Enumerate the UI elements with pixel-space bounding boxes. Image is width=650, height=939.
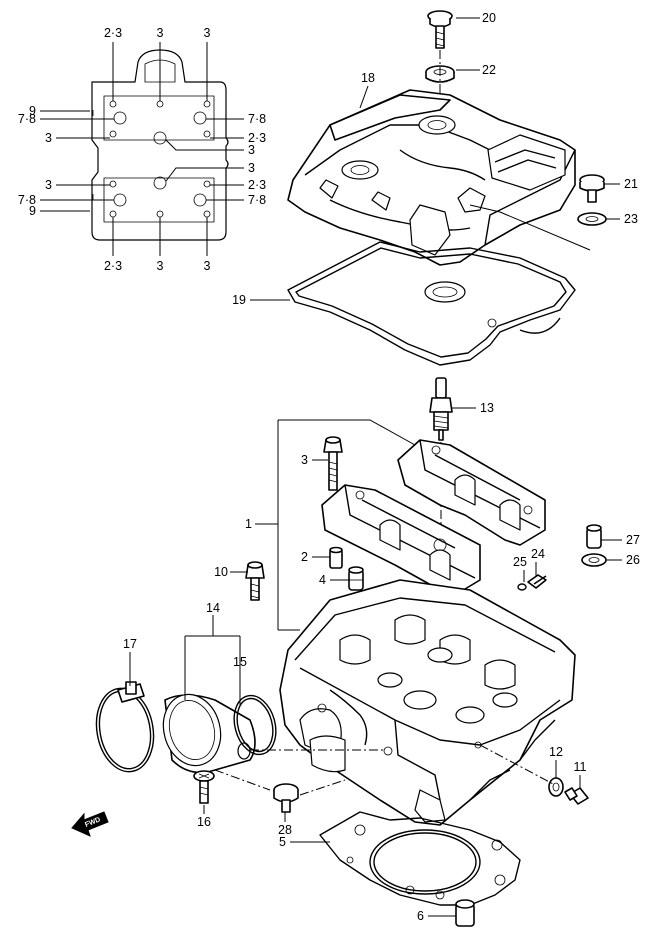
callout-12: 12 [549,745,563,759]
callout-4: 4 [319,573,326,587]
map-left-label-4: 3 [45,178,52,192]
cylinder-head-1 [279,579,576,826]
cover-gasket-19 [287,241,576,366]
spark-plug-13 [429,377,453,441]
callout-25: 25 [513,555,527,569]
o-ring-25 [517,583,527,591]
cylinder-head-cover-18 [287,89,576,266]
map-right-label-3: 3 [248,143,255,157]
cover-bolt-20 [427,10,453,49]
map-bottom-label-2: 3 [157,259,164,273]
map-right-label-6: 7·8 [248,193,266,207]
callout-24: 24 [531,547,545,561]
callout-15: 15 [233,655,247,669]
intake-o-ring-15 [233,694,277,756]
callout-21: 21 [624,177,638,191]
map-left-label-2: 7·8 [18,112,36,126]
holder-bolt-3 [323,436,343,491]
callout-27: 27 [626,533,640,547]
callout-labels: 20 22 18 21 23 19 13 1 3 2 4 10 14 15 17… [123,11,640,923]
stud-bolt-10 [245,561,265,601]
callout-1: 1 [245,517,252,531]
callout-23: 23 [624,212,638,226]
callout-11: 11 [574,760,587,774]
valve-tappet-4 [348,566,364,591]
clamp-17 [95,681,155,773]
bolt-11 [564,787,589,805]
bolt-order-map [91,49,229,241]
callout-13: 13 [480,401,494,415]
camshaft-holder-lower [321,484,481,596]
map-top-label-2: 3 [157,26,164,40]
callout-10: 10 [214,565,228,579]
dowel-pin-2 [329,546,343,569]
washer-12 [548,777,564,797]
cylinder-head-gasket-5 [319,811,521,906]
map-top-label-1: 2·3 [104,26,122,40]
forward-arrow-icon: FWD [71,811,109,837]
callout-14: 14 [206,601,220,615]
washer-23 [577,212,607,226]
dowel-27 [586,524,602,549]
map-right-label-2: 2·3 [248,131,266,145]
callout-22: 22 [482,63,496,77]
map-top-label-3: 3 [204,26,211,40]
callout-28: 28 [278,823,292,837]
bolt-order-labels: 2·3 3 3 2·3 3 3 9 7·8 3 3 7·8 9 7·8 2·3 … [18,26,266,273]
map-left-label-6: 9 [29,204,36,218]
map-right-label-1: 7·8 [248,112,266,126]
oil-jet-24 [527,574,547,589]
callout-5: 5 [279,835,286,849]
map-right-label-5: 2·3 [248,178,266,192]
callout-20: 20 [482,11,496,25]
callout-26: 26 [626,553,640,567]
map-bottom-label-1: 2·3 [104,259,122,273]
plug-28 [273,783,299,813]
bolt-order-leader-lines [40,42,244,256]
callout-19: 19 [232,293,246,307]
map-left-label-3: 3 [45,131,52,145]
callout-18: 18 [361,71,375,85]
callout-3: 3 [301,453,308,467]
o-ring-26 [581,553,607,567]
callout-2: 2 [301,550,308,564]
callout-16: 16 [197,815,211,829]
map-left-label-5: 7·8 [18,193,36,207]
camshaft-holder-upper [397,439,546,546]
cover-bolt-21 [579,174,605,203]
callout-6: 6 [417,909,424,923]
map-bottom-label-3: 3 [204,259,211,273]
callout-leader-lines [129,17,622,917]
map-right-label-4: 3 [248,161,255,175]
callout-17: 17 [123,637,137,651]
screw-16 [193,770,215,804]
dowel-pin-6 [455,899,475,927]
map-left-label-1: 9 [29,104,36,118]
